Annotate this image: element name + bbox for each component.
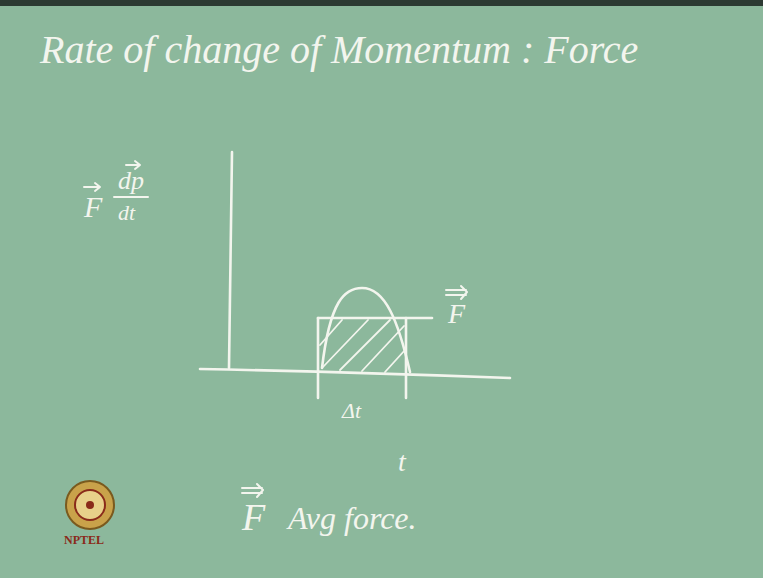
force-curve xyxy=(322,288,410,372)
interval-label: Δt xyxy=(342,400,361,422)
note-text: Avg force. xyxy=(288,502,417,534)
force-symbol: F xyxy=(84,192,102,222)
average-force-symbol: F xyxy=(448,300,465,328)
vector-arrow xyxy=(446,286,467,299)
board-edge xyxy=(0,0,763,6)
vector-arrow xyxy=(242,484,263,497)
logo-text: NPTEL xyxy=(64,534,104,546)
average-force-symbol: F xyxy=(242,498,265,536)
x-axis xyxy=(200,369,510,378)
vector-arrow xyxy=(84,183,100,191)
axis-label: t xyxy=(398,448,406,476)
interval-ticks xyxy=(318,372,406,398)
fraction-bar xyxy=(114,196,148,198)
y-axis xyxy=(229,152,232,368)
hatching xyxy=(320,320,405,372)
rect-right xyxy=(405,318,408,374)
denominator: dt xyxy=(118,202,135,224)
rect-left xyxy=(317,318,320,372)
board-title: Rate of change of Momentum : Force xyxy=(40,30,638,70)
average-line xyxy=(318,317,432,320)
nptel-logo xyxy=(66,481,114,529)
numerator: dp xyxy=(118,168,144,194)
